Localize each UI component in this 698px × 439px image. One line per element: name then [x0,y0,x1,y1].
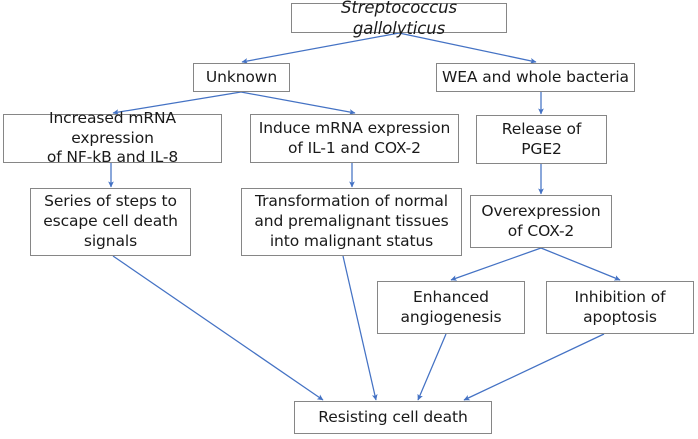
flowchart-node-label-apoptosis: Inhibition of apoptosis [574,287,666,326]
flowchart-node-resisting: Resisting cell death [294,401,492,434]
flowchart-node-mrna-il1: Induce mRNA expression of IL-1 and COX-2 [250,114,459,163]
flow-arrow-unknown-to-mrna-il1 [240,91,356,115]
flowchart-node-label-pathogen: Streptococcus gallolyticus [341,0,457,38]
flowchart-node-label-pge2: Release of PGE2 [501,119,582,158]
flow-arrow-cox2-to-angiogenesis [450,247,542,281]
flowchart-node-label-escape: Series of steps to escape cell death sig… [43,192,178,250]
flowchart-node-angiogenesis: Enhanced angiogenesis [377,281,525,334]
flow-arrow-transformation-to-resisting [342,255,378,401]
flowchart-node-pge2: Release of PGE2 [476,115,607,164]
flowchart-node-label-transformation: Transformation of normal and premalignan… [254,192,449,250]
flowchart-node-transformation: Transformation of normal and premalignan… [241,188,462,256]
flowchart-node-label-mrna-il1: Induce mRNA expression of IL-1 and COX-2 [258,118,451,157]
flowchart-node-wea: WEA and whole bacteria [436,63,635,92]
flowchart-node-mrna-nfkb: Increased mRNA expression of NF-kB and I… [3,109,222,166]
flow-arrow-apoptosis-to-resisting [463,333,605,401]
flowchart-node-label-mrna-nfkb: Increased mRNA expression of NF-kB and I… [46,108,179,167]
flowchart-node-pathogen: Streptococcus gallolyticus [291,0,507,38]
flowchart-node-label-unknown: Unknown [205,67,278,86]
flow-arrow-escape-to-resisting [112,255,324,401]
flowchart-node-apoptosis: Inhibition of apoptosis [546,281,694,334]
flowchart-node-label-cox2: Overexpression of COX-2 [481,201,601,240]
flow-arrow-angiogenesis-to-resisting [417,333,447,401]
flow-arrow-cox2-to-apoptosis [540,247,621,281]
flowchart-node-label-resisting: Resisting cell death [318,407,468,426]
flowchart-node-label-angiogenesis: Enhanced angiogenesis [400,287,502,326]
flowchart-node-escape: Series of steps to escape cell death sig… [30,188,191,256]
flowchart-node-unknown: Unknown [193,63,290,92]
flowchart-node-cox2: Overexpression of COX-2 [470,195,612,248]
flowchart-node-label-wea: WEA and whole bacteria [442,67,629,86]
